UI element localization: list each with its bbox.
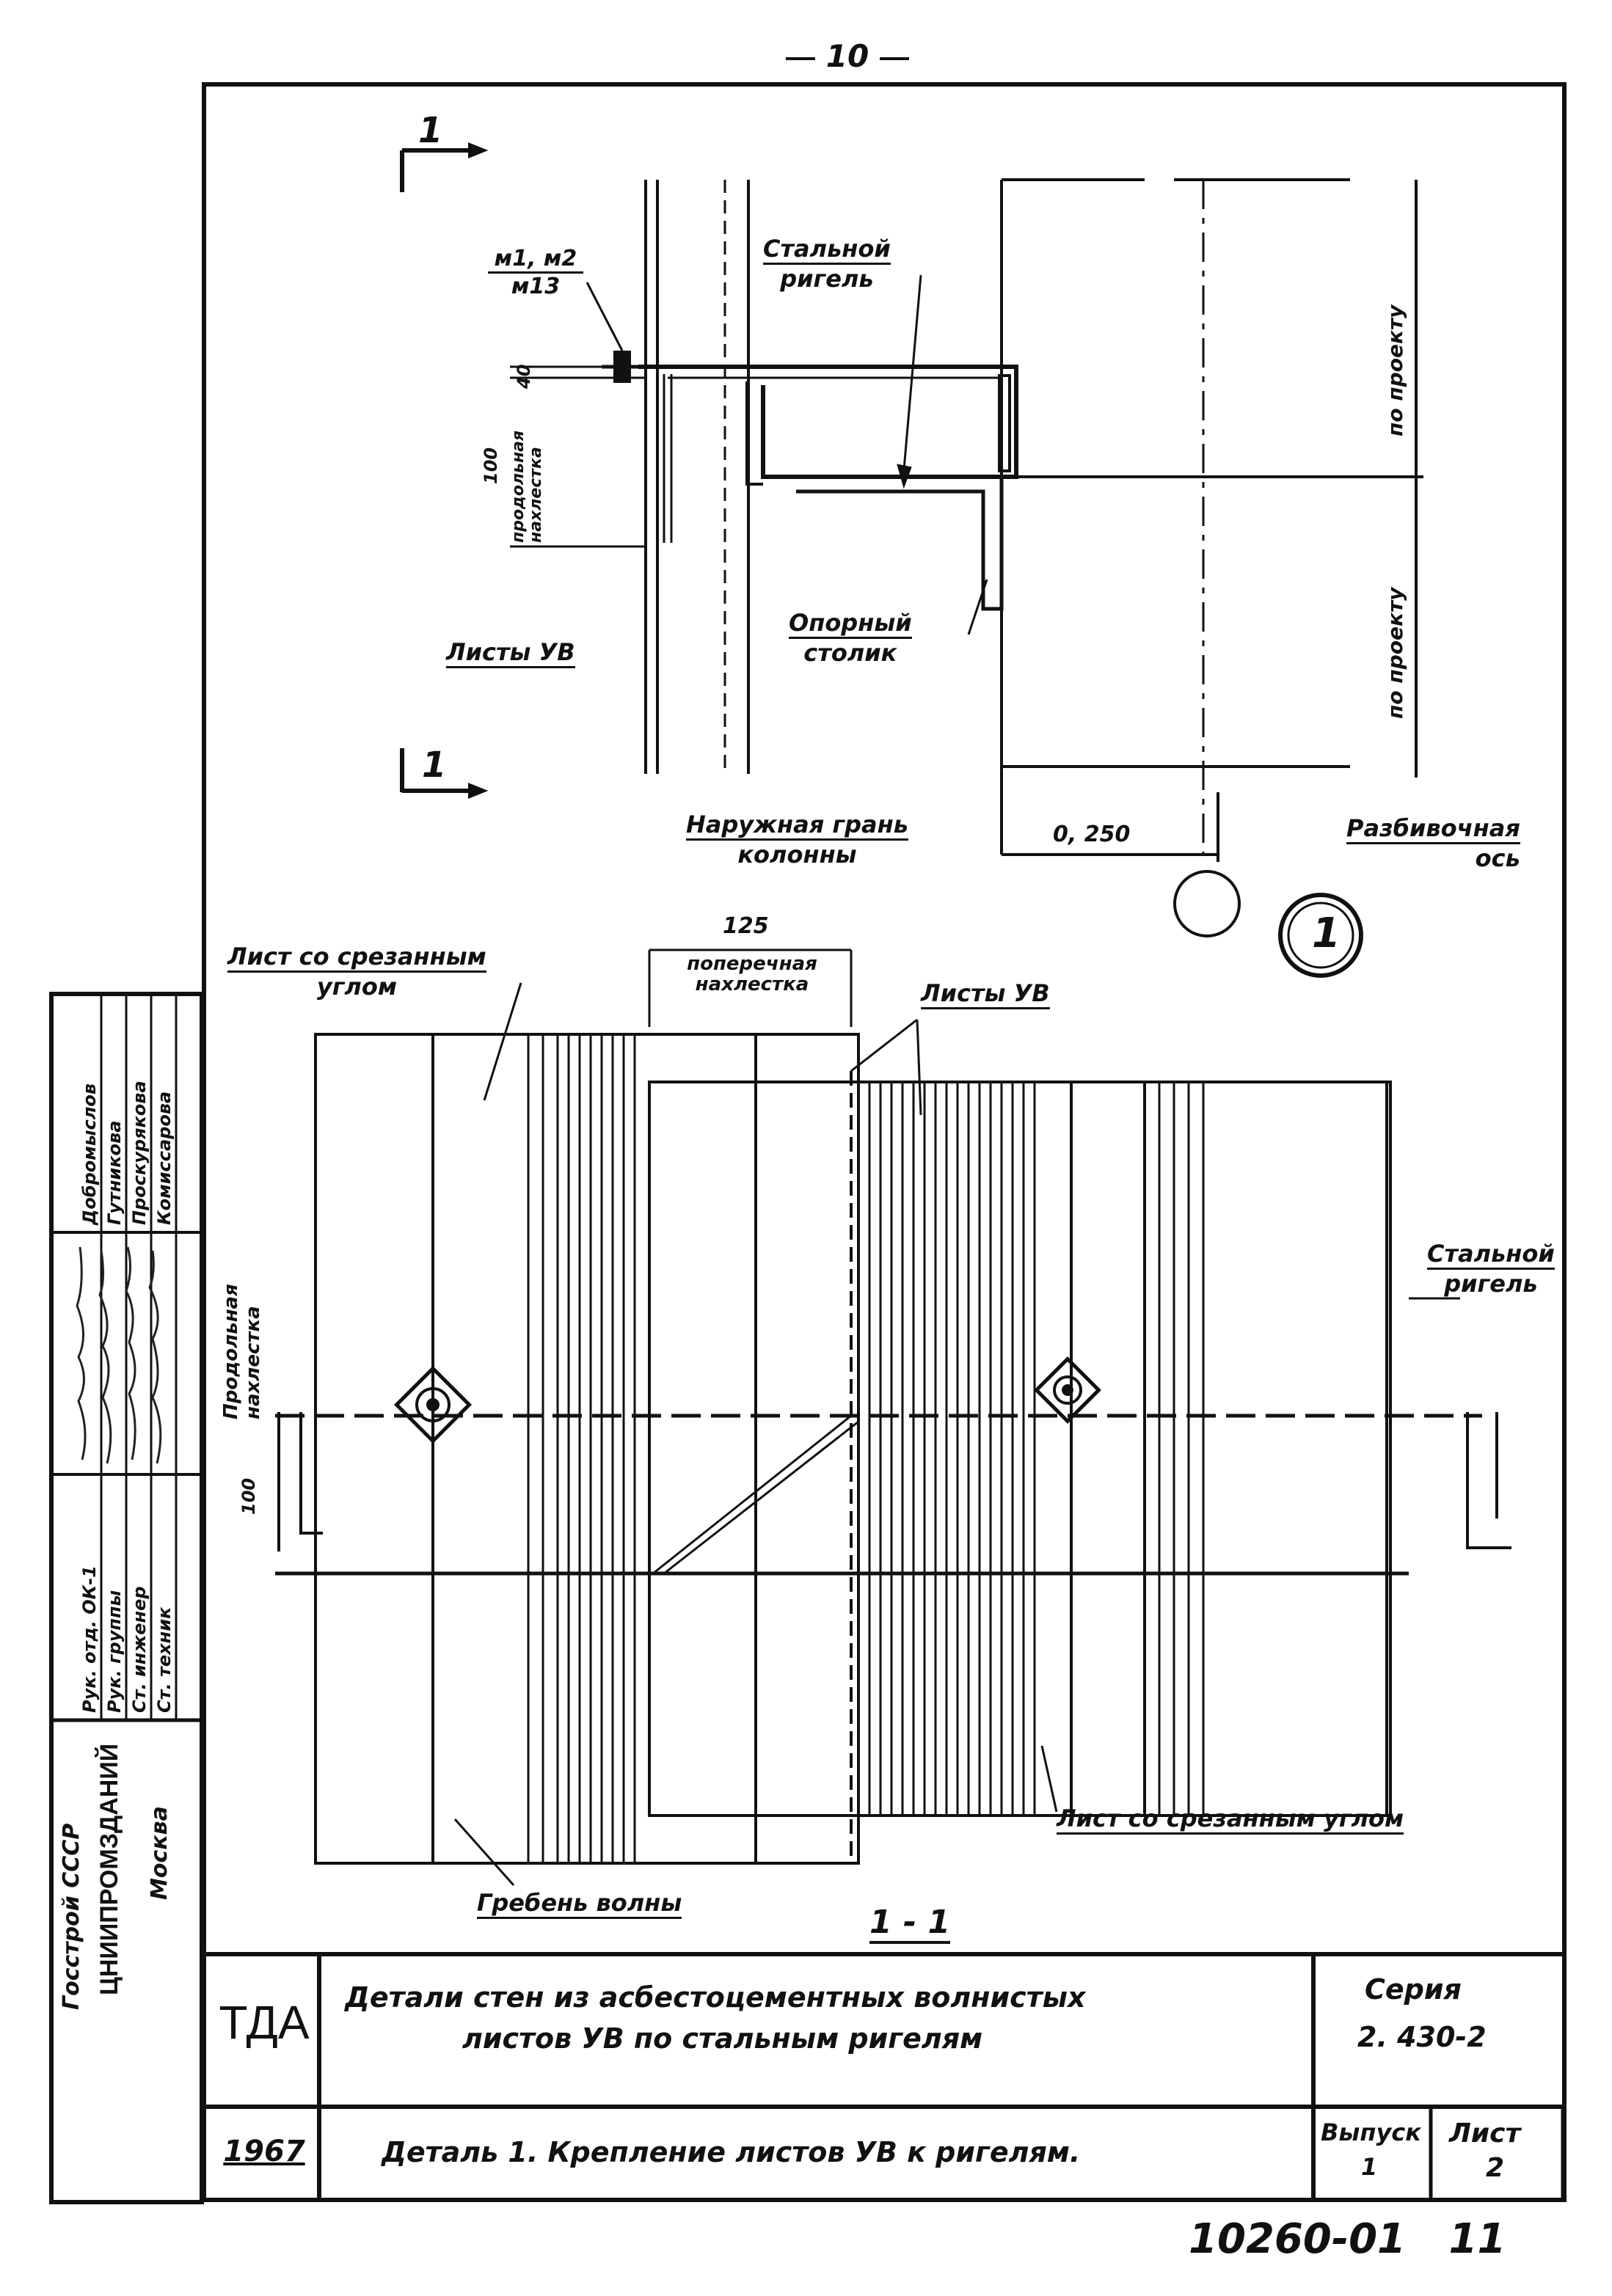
- cut-sheet-top-line1: Лист со срезанным: [227, 943, 486, 973]
- title-line2: листов УВ по стальным ригелям: [462, 2022, 983, 2055]
- title-block-title: Детали стен из асбестоцементных волнисты…: [345, 1977, 1299, 2059]
- steel-girt-label-b: Стальной ригель: [1427, 1240, 1555, 1298]
- sheets-uv-label-b: Листы УВ: [921, 979, 1050, 1009]
- issue-value: 1: [1361, 2153, 1378, 2181]
- cut-sheet-top-line2: углом: [316, 973, 397, 1001]
- fastener-label-line2: м13: [511, 274, 561, 299]
- section-title: 1 - 1: [869, 1904, 951, 1944]
- outer-face-line2: колонны: [737, 841, 857, 869]
- section-mark-top: 1: [418, 110, 443, 151]
- title-block-year: 1967: [223, 2135, 305, 2168]
- sheets-uv-label-a: Листы УВ: [446, 638, 575, 668]
- alignment-axis-label: Разбивочная ось: [1346, 814, 1520, 872]
- cut-sheet-bottom-label: Лист со срезанным углом: [1057, 1805, 1404, 1835]
- series-label: Серия: [1365, 1973, 1462, 2006]
- outer-face-line1: Наружная грань: [686, 811, 908, 841]
- title-block-subtitle: Деталь 1. Крепление листов УВ к ригелям.: [382, 2136, 1081, 2168]
- cut-sheet-top-label: Лист со срезанным углом: [227, 943, 486, 1001]
- support-seat-line1: Опорный: [789, 609, 912, 639]
- issue-label: Выпуск: [1321, 2118, 1421, 2146]
- dim-125: 125: [723, 913, 769, 939]
- outer-face-label: Наружная грань колонны: [686, 811, 908, 869]
- transverse-overlap-line1: поперечная: [687, 953, 817, 975]
- support-seat-label: Опорный столик: [789, 609, 912, 667]
- section-mark-bottom: 1: [422, 745, 447, 786]
- alignment-axis-line1: Разбивочная: [1346, 814, 1520, 844]
- wave-crest-label: Гребень волны: [477, 1889, 682, 1919]
- detail-marker: 1: [1312, 910, 1341, 957]
- offset-dim: 0, 250: [1053, 822, 1131, 847]
- title-line1: Детали стен из асбестоцементных волнисты…: [345, 1981, 1086, 2014]
- sheet-value: 2: [1486, 2153, 1505, 2183]
- archive-number: 10260-01 11: [1189, 2215, 1506, 2263]
- series-value: 2. 430-2: [1357, 2021, 1487, 2053]
- transverse-overlap-line2: нахлестка: [695, 973, 809, 995]
- steel-girt-line1-a: Стальной: [763, 235, 891, 265]
- support-seat-line2: столик: [803, 639, 897, 667]
- steel-girt-line1-b: Стальной: [1427, 1240, 1555, 1270]
- fastener-label-line1: м1, м2: [488, 246, 583, 274]
- steel-girt-line2-a: ригель: [780, 265, 874, 293]
- sheet-label: Лист: [1449, 2118, 1521, 2149]
- title-block-code: ТДА: [219, 1996, 310, 2049]
- transverse-overlap-label: поперечная нахлестка: [664, 954, 840, 995]
- page-number: 10: [778, 38, 917, 74]
- steel-girt-line2-b: ригель: [1444, 1270, 1538, 1298]
- steel-girt-label-a: Стальной ригель: [763, 235, 891, 293]
- fastener-label: м1, м2 м13: [488, 246, 583, 299]
- alignment-axis-line2: ось: [1475, 844, 1520, 872]
